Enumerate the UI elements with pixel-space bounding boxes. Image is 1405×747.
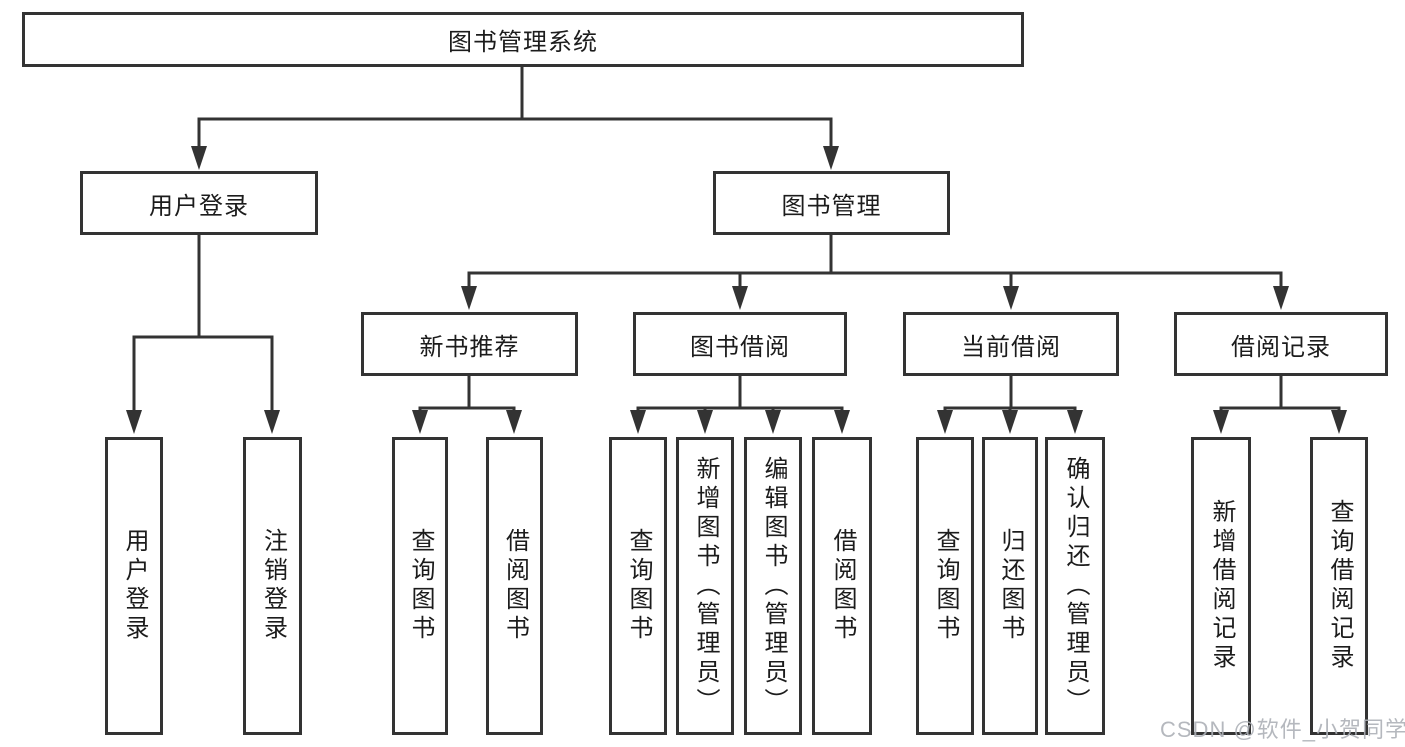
node-confirm-return-admin: 确认归还（管理员） bbox=[1045, 437, 1105, 735]
arrowhead-icon bbox=[630, 410, 646, 434]
arrowhead-icon bbox=[834, 410, 850, 434]
arrowhead-icon bbox=[697, 410, 713, 434]
arrowhead-icon bbox=[461, 286, 477, 310]
node-borrow-books-action: 借阅图书 bbox=[812, 437, 872, 735]
arrowhead-icon bbox=[1067, 410, 1083, 434]
node-return-books: 归还图书 bbox=[982, 437, 1038, 735]
node-book-management: 图书管理 bbox=[713, 171, 950, 235]
arrowhead-icon bbox=[506, 410, 522, 434]
node-library-system: 图书管理系统 bbox=[22, 12, 1024, 67]
node-user-login-action: 用户登录 bbox=[105, 437, 163, 735]
node-logout-action: 注销登录 bbox=[243, 437, 302, 735]
node-borrowing-records: 借阅记录 bbox=[1174, 312, 1388, 376]
arrowhead-icon bbox=[126, 410, 142, 434]
arrowhead-icon bbox=[765, 410, 781, 434]
node-new-book-recommendation: 新书推荐 bbox=[361, 312, 578, 376]
node-query-books-borrow: 查询图书 bbox=[609, 437, 667, 735]
arrowhead-icon bbox=[823, 146, 839, 170]
arrowhead-icon bbox=[412, 410, 428, 434]
arrowhead-icon bbox=[1002, 410, 1018, 434]
arrowhead-icon bbox=[264, 410, 280, 434]
arrowhead-icon bbox=[191, 146, 207, 170]
node-query-books-current: 查询图书 bbox=[916, 437, 974, 735]
node-query-books-recommend: 查询图书 bbox=[392, 437, 448, 735]
node-query-borrow-record: 查询借阅记录 bbox=[1310, 437, 1368, 735]
arrowhead-icon bbox=[1213, 410, 1229, 434]
arrowhead-icon bbox=[1273, 286, 1289, 310]
arrowhead-icon bbox=[732, 286, 748, 310]
node-add-borrow-record: 新增借阅记录 bbox=[1191, 437, 1251, 735]
arrowhead-icon bbox=[937, 410, 953, 434]
node-edit-books-admin: 编辑图书（管理员） bbox=[744, 437, 802, 735]
node-book-borrowing: 图书借阅 bbox=[633, 312, 847, 376]
node-current-borrowing: 当前借阅 bbox=[903, 312, 1119, 376]
arrowhead-icon bbox=[1003, 286, 1019, 310]
node-add-books-admin: 新增图书（管理员） bbox=[676, 437, 734, 735]
arrowhead-icon bbox=[1331, 410, 1347, 434]
tree-connectors bbox=[126, 65, 1347, 434]
node-borrow-books-recommend: 借阅图书 bbox=[486, 437, 543, 735]
watermark-text: CSDN @软件_小贺同学 bbox=[1160, 717, 1405, 742]
node-user-login: 用户登录 bbox=[80, 171, 318, 235]
